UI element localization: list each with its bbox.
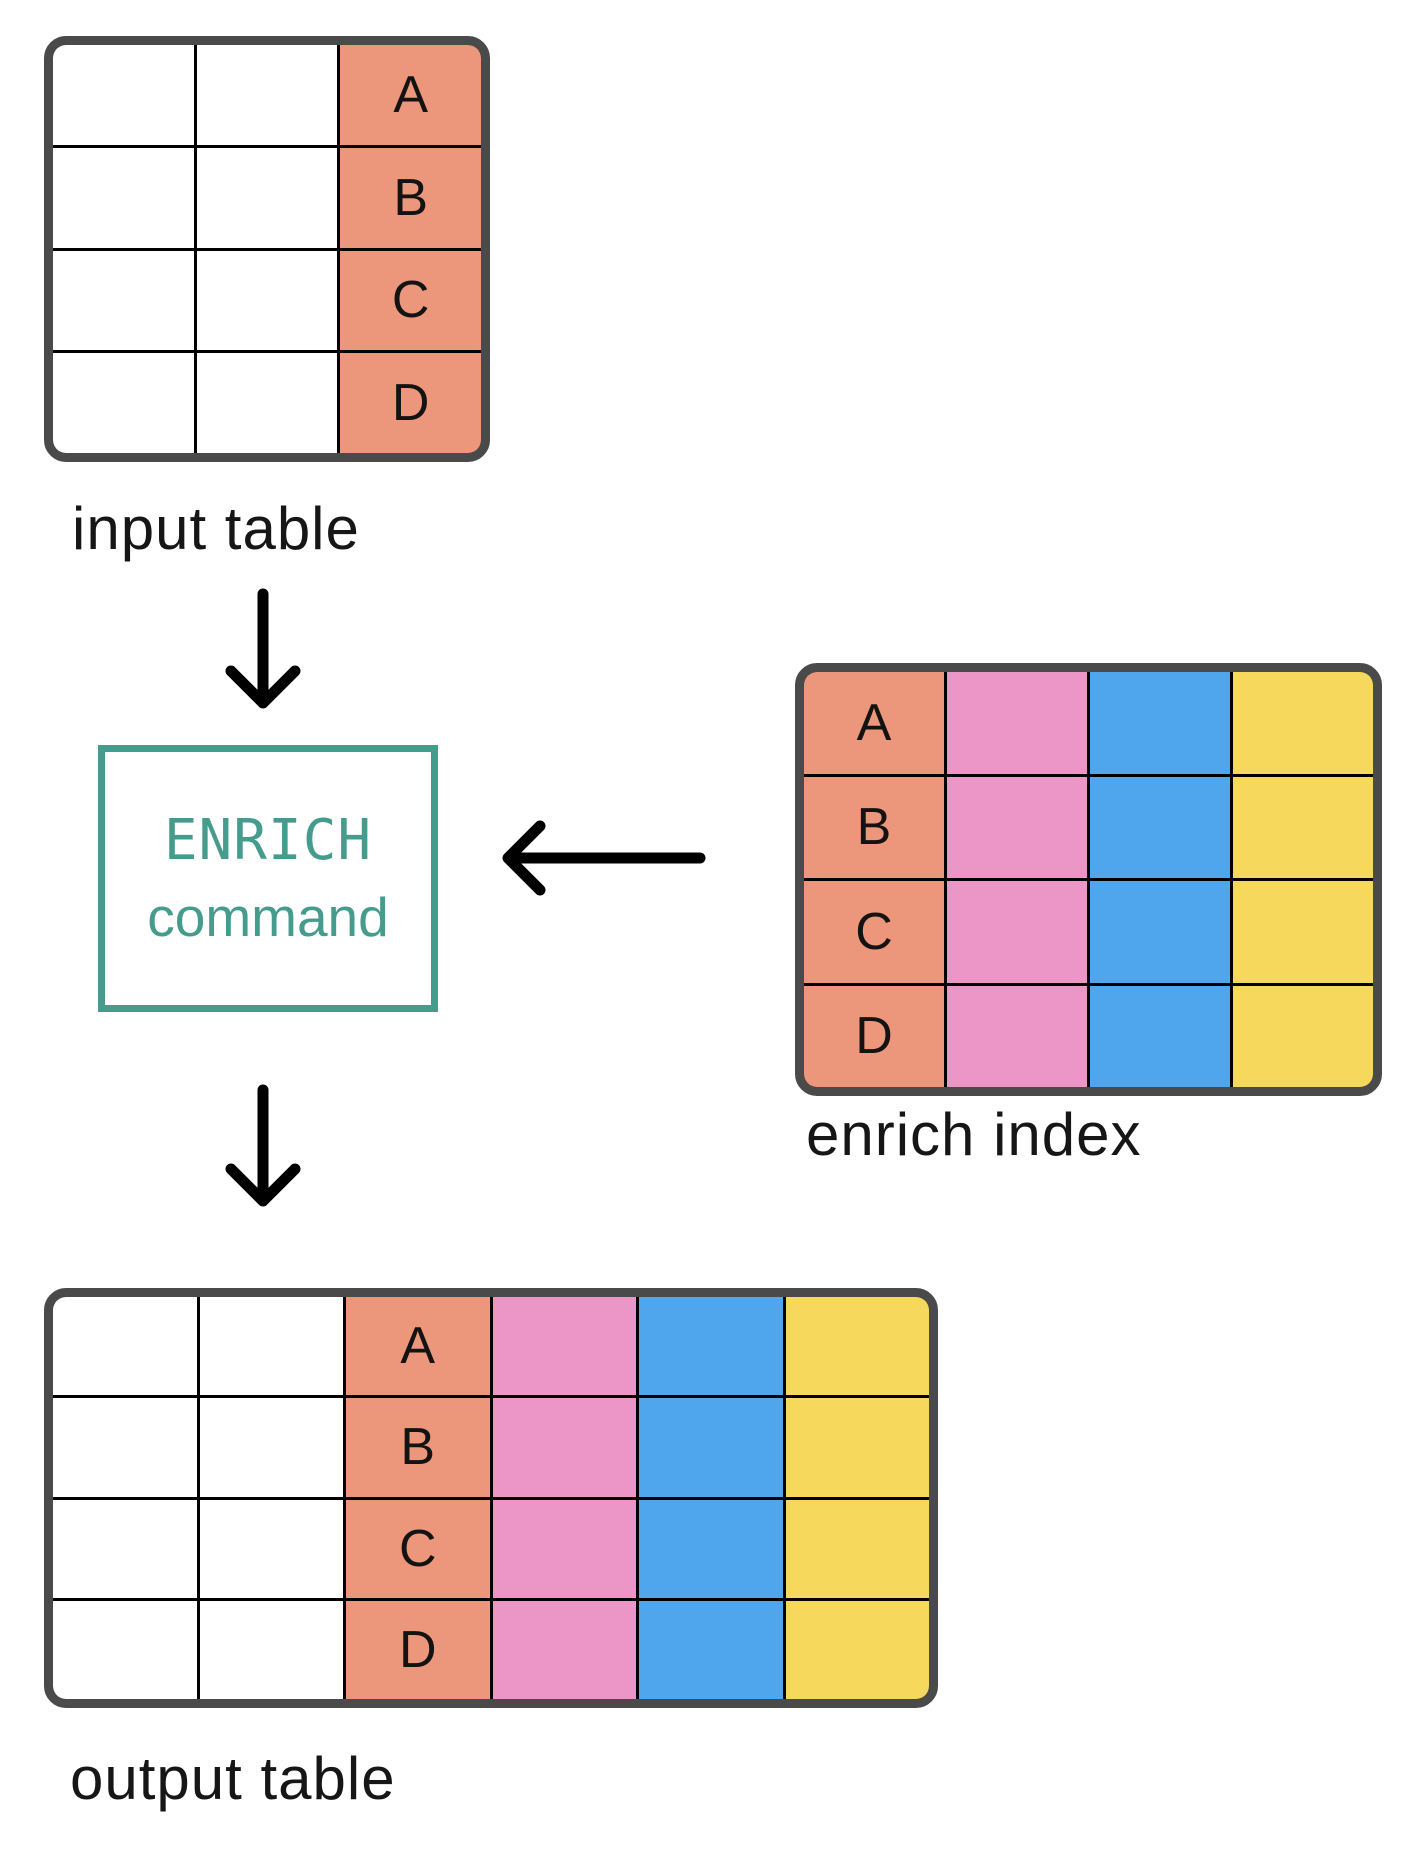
table-cell: [492, 1600, 636, 1699]
table-cell: [785, 1600, 929, 1699]
table-cell: [1090, 776, 1230, 878]
table-cell: [196, 250, 338, 351]
table-cell: [1233, 985, 1373, 1087]
table-cell: [639, 1600, 783, 1699]
table-cell: [199, 1600, 343, 1699]
table-cell-a: A: [804, 672, 944, 774]
table-cell-d: D: [804, 985, 944, 1087]
table-cell: [199, 1297, 343, 1396]
table-cell: [492, 1297, 636, 1396]
table-cell-c: C: [804, 881, 944, 983]
table-cell: [53, 147, 194, 248]
table-cell: [785, 1398, 929, 1497]
table-cell: [53, 250, 194, 351]
table-cell: [196, 147, 338, 248]
enrich-index-label: enrich index: [806, 1101, 1142, 1168]
left-arrow-icon: [502, 820, 706, 896]
table-cell: [196, 353, 338, 453]
table-cell: [53, 353, 194, 453]
table-cell: [639, 1499, 783, 1598]
table-cell: [785, 1297, 929, 1396]
table-cell: [947, 776, 1087, 878]
table-cell-a: A: [346, 1297, 490, 1396]
table-cell: [492, 1398, 636, 1497]
table-cell: [492, 1499, 636, 1598]
table-cell: [199, 1398, 343, 1497]
table-cell: [1233, 776, 1373, 878]
table-cell: [53, 1398, 197, 1497]
table-cell: [639, 1297, 783, 1396]
table-cell: [947, 672, 1087, 774]
down-arrow-icon: [225, 588, 301, 709]
input-table-label: input table: [72, 495, 360, 562]
enrich-command-box: ENRICH command: [98, 745, 438, 1012]
table-cell-c: C: [346, 1499, 490, 1598]
output-table-label: output table: [70, 1745, 396, 1812]
table-cell-a: A: [340, 45, 481, 145]
table-cell: [1090, 985, 1230, 1087]
table-cell: [53, 45, 194, 145]
table-cell: [639, 1398, 783, 1497]
table-cell: [53, 1499, 197, 1598]
table-cell: [1090, 672, 1230, 774]
table-cell-b: B: [340, 147, 481, 248]
table-cell: [196, 45, 338, 145]
table-cell-d: D: [346, 1600, 490, 1699]
table-cell: [1233, 881, 1373, 983]
table-cell-c: C: [340, 250, 481, 351]
table-cell: [947, 985, 1087, 1087]
enrich-command-word: command: [147, 885, 389, 948]
enrich-command-name: ENRICH: [163, 807, 373, 873]
table-cell: [1090, 881, 1230, 983]
table-cell: [199, 1499, 343, 1598]
table-cell: [947, 881, 1087, 983]
table-cell-b: B: [346, 1398, 490, 1497]
table-cell: [53, 1297, 197, 1396]
down-arrow-icon: [225, 1084, 301, 1207]
table-cell: [1233, 672, 1373, 774]
table-cell-d: D: [340, 353, 481, 453]
table-cell: [53, 1600, 197, 1699]
table-cell: [785, 1499, 929, 1598]
table-cell-b: B: [804, 776, 944, 878]
